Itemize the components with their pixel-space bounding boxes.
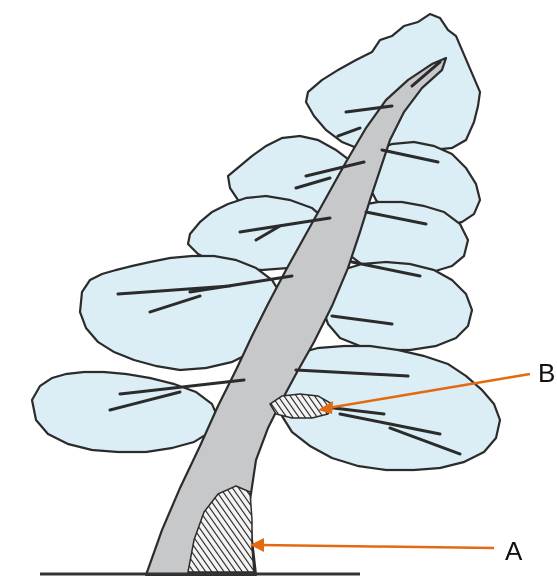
label-b: B [538,360,555,386]
arrow-a [250,538,494,552]
label-a: A [505,538,522,564]
foliage-pad-bottom-left [32,372,218,452]
